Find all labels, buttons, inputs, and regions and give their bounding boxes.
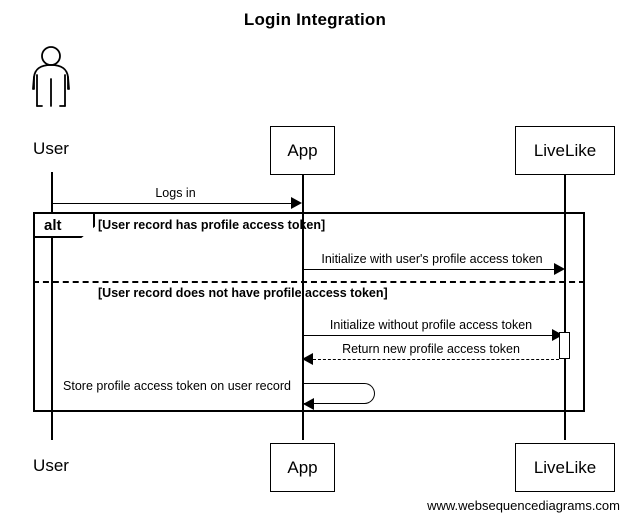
participant-box-app-bottom[interactable]: App xyxy=(270,443,335,492)
participant-label-app-top: App xyxy=(287,140,318,160)
alt-fragment-operator-label: alt xyxy=(44,216,62,234)
participant-label-user-top: User xyxy=(33,139,69,158)
participant-box-app-top[interactable]: App xyxy=(270,126,335,175)
alt-fragment-divider xyxy=(33,281,585,283)
lifeline-app xyxy=(302,175,304,440)
message-label-return-new-token: Return new profile access token xyxy=(342,342,520,356)
message-label-initialize-with-token: Initialize with user's profile access to… xyxy=(321,252,543,266)
message-arrowhead-return-new-token xyxy=(302,353,313,365)
actor-user-icon xyxy=(32,46,70,107)
message-label-store-token: Store profile access token on user recor… xyxy=(63,379,291,393)
alt-guard-condition-1: [User record has profile access token] xyxy=(98,218,326,232)
page-title: Login Integration xyxy=(243,10,387,29)
self-message-loop-store-token xyxy=(303,383,375,404)
message-arrowhead-initialize-with-token xyxy=(554,263,565,275)
message-arrowhead-logs-in xyxy=(291,197,302,209)
message-line-initialize-without-token xyxy=(302,335,552,336)
message-line-logs-in xyxy=(51,203,291,204)
watermark-link[interactable]: www.websequencediagrams.com xyxy=(427,498,620,513)
participant-label-livelike-top: LiveLike xyxy=(533,140,597,160)
message-arrowhead-initialize-without-token xyxy=(552,329,563,341)
activation-bar-livelike xyxy=(559,332,570,359)
participant-label-livelike-bottom: LiveLike xyxy=(533,457,597,477)
message-label-logs-in: Logs in xyxy=(155,186,196,200)
lifeline-livelike xyxy=(564,175,566,440)
message-label-initialize-without-token: Initialize without profile access token xyxy=(329,318,533,332)
alt-fragment-frame xyxy=(33,212,585,412)
message-line-initialize-with-token xyxy=(302,269,554,270)
alt-fragment-operator-tag: alt xyxy=(33,212,95,238)
alt-guard-condition-2: [User record does not have profile acces… xyxy=(98,286,388,300)
participant-box-livelike-top[interactable]: LiveLike xyxy=(515,126,615,175)
participant-label-user-bottom: User xyxy=(33,456,69,475)
participant-label-app-bottom: App xyxy=(287,457,318,477)
message-line-return-new-token xyxy=(313,359,559,360)
message-arrowhead-store-token xyxy=(303,398,314,410)
participant-box-livelike-bottom[interactable]: LiveLike xyxy=(515,443,615,492)
lifeline-user xyxy=(51,172,53,440)
